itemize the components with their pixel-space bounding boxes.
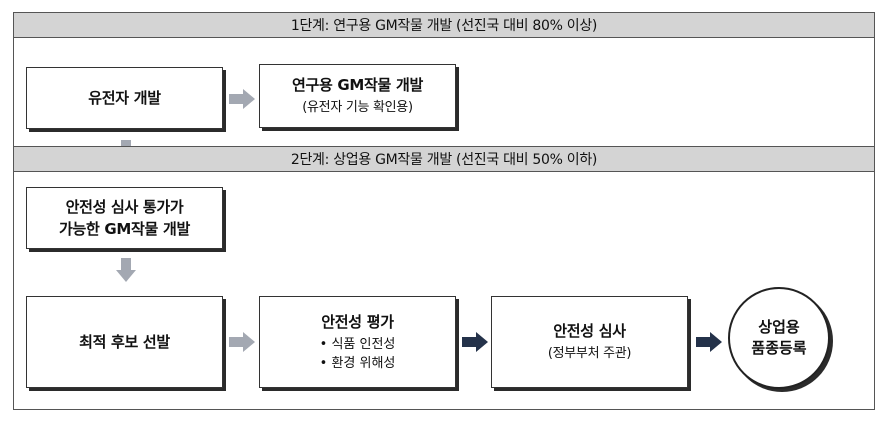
- gray-arrow-right-icon: [229, 89, 255, 109]
- bullet-environment-risk: 환경 위해성: [320, 354, 395, 373]
- gray-arrow-down-icon: [116, 258, 136, 282]
- stage2-header: 2단계: 상업용 GM작물 개발 (선진국 대비 50% 이하): [13, 146, 875, 172]
- research-gm-box: 연구용 GM작물 개발 (유전자 기능 확인용): [259, 64, 456, 128]
- safety-review-box: 안전성 심사 (정부부처 주관): [491, 296, 688, 388]
- candidate-selection-label: 최적 후보 선발: [79, 333, 170, 351]
- registration-line1: 상업용: [758, 318, 800, 336]
- safety-evaluation-label: 안전성 평가: [321, 313, 394, 331]
- safety-review-label: 안전성 심사: [553, 322, 626, 340]
- stage2-title: 2단계: 상업용 GM작물 개발 (선진국 대비 50% 이하): [290, 152, 598, 168]
- bullet-food-safety: 식품 인전성: [320, 335, 395, 354]
- dark-arrow-right-icon: [462, 332, 488, 352]
- gene-development-label: 유전자 개발: [88, 89, 161, 107]
- safety-review-sublabel: (정부부처 주관): [547, 346, 632, 361]
- research-gm-sublabel: (유전자 기능 확인용): [302, 100, 413, 115]
- safety-evaluation-box: 안전성 평가 식품 인전성 환경 위해성: [259, 296, 456, 388]
- registration-line2: 품종등록: [751, 339, 807, 357]
- gray-arrow-right-icon: [229, 332, 255, 352]
- gene-development-box: 유전자 개발: [26, 67, 223, 129]
- safety-pass-gm-box: 안전성 심사 통가가 가능한 GM작물 개발: [26, 187, 223, 249]
- safety-pass-line2: 가능한 GM작물 개발: [59, 220, 190, 238]
- stage1-header: 1단계: 연구용 GM작물 개발 (선진국 대비 80% 이상): [13, 12, 875, 38]
- stage1-title: 1단계: 연구용 GM작물 개발 (선진국 대비 80% 이상): [290, 18, 598, 34]
- dark-arrow-right-icon: [696, 332, 722, 352]
- safety-evaluation-bullets: 식품 인전성 환경 위해성: [320, 335, 395, 373]
- safety-pass-line1: 안전성 심사 통가가: [65, 198, 184, 216]
- research-gm-label: 연구용 GM작물 개발: [292, 76, 423, 94]
- commercial-registration-node: 상업용 품종등록: [728, 287, 830, 389]
- candidate-selection-box: 최적 후보 선발: [26, 296, 223, 388]
